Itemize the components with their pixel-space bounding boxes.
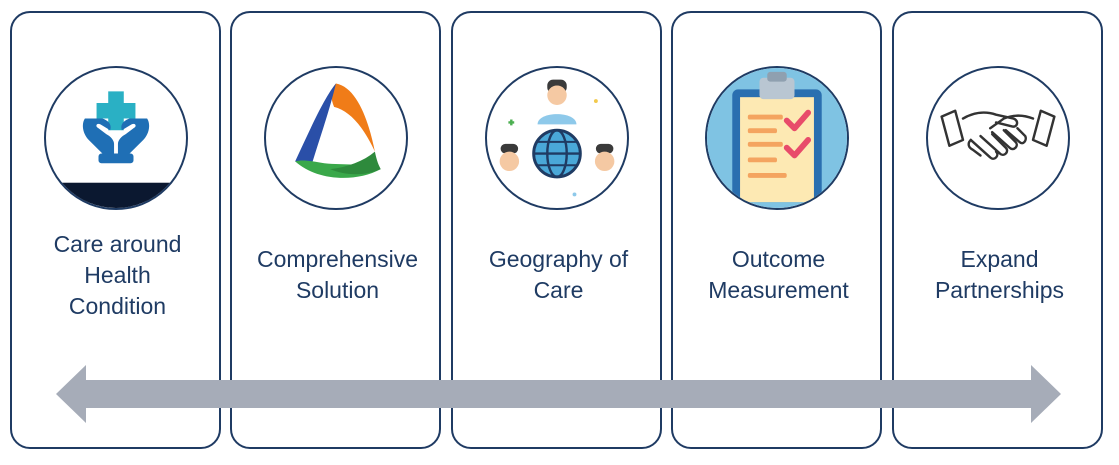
- stage-label-outcome: Outcome Measurement: [673, 244, 884, 306]
- stage-label-line: Condition: [68, 293, 167, 319]
- stage-card-geography: Geography of Care: [451, 11, 662, 449]
- stage-label-line: Partnerships: [934, 277, 1065, 303]
- stage-label-line: Care around: [53, 231, 182, 257]
- stage-label-line: Comprehensive: [256, 246, 419, 272]
- handshake-icon: [926, 66, 1070, 210]
- clipboard-checklist-icon: [705, 66, 849, 210]
- stage-label-solution: Comprehensive Solution: [232, 244, 443, 306]
- care-hands-cross-icon: [44, 66, 188, 210]
- triangle-swirl-logo-icon: [264, 66, 408, 210]
- stage-label-geography: Geography of Care: [453, 244, 664, 306]
- stage-label-line: Geography of: [488, 246, 629, 272]
- globe-people-icon: [485, 66, 629, 210]
- stage-card-partnerships: Expand Partnerships: [892, 11, 1103, 449]
- stage-label-line: Solution: [295, 277, 380, 303]
- stage-label-line: Health: [84, 262, 151, 288]
- stage-card-outcome: Outcome Measurement: [671, 11, 882, 449]
- stage-label-care: Care around Health Condition: [12, 229, 223, 322]
- stage-label-line: Care: [533, 277, 584, 303]
- stage-label-partnerships: Expand Partnerships: [894, 244, 1105, 306]
- stage-label-line: Expand: [960, 246, 1039, 272]
- stage-card-care: Care around Health Condition: [10, 11, 221, 449]
- stage-card-solution: Comprehensive Solution: [230, 11, 441, 449]
- stage-label-line: Measurement: [708, 277, 849, 303]
- stage-label-line: Outcome: [731, 246, 826, 272]
